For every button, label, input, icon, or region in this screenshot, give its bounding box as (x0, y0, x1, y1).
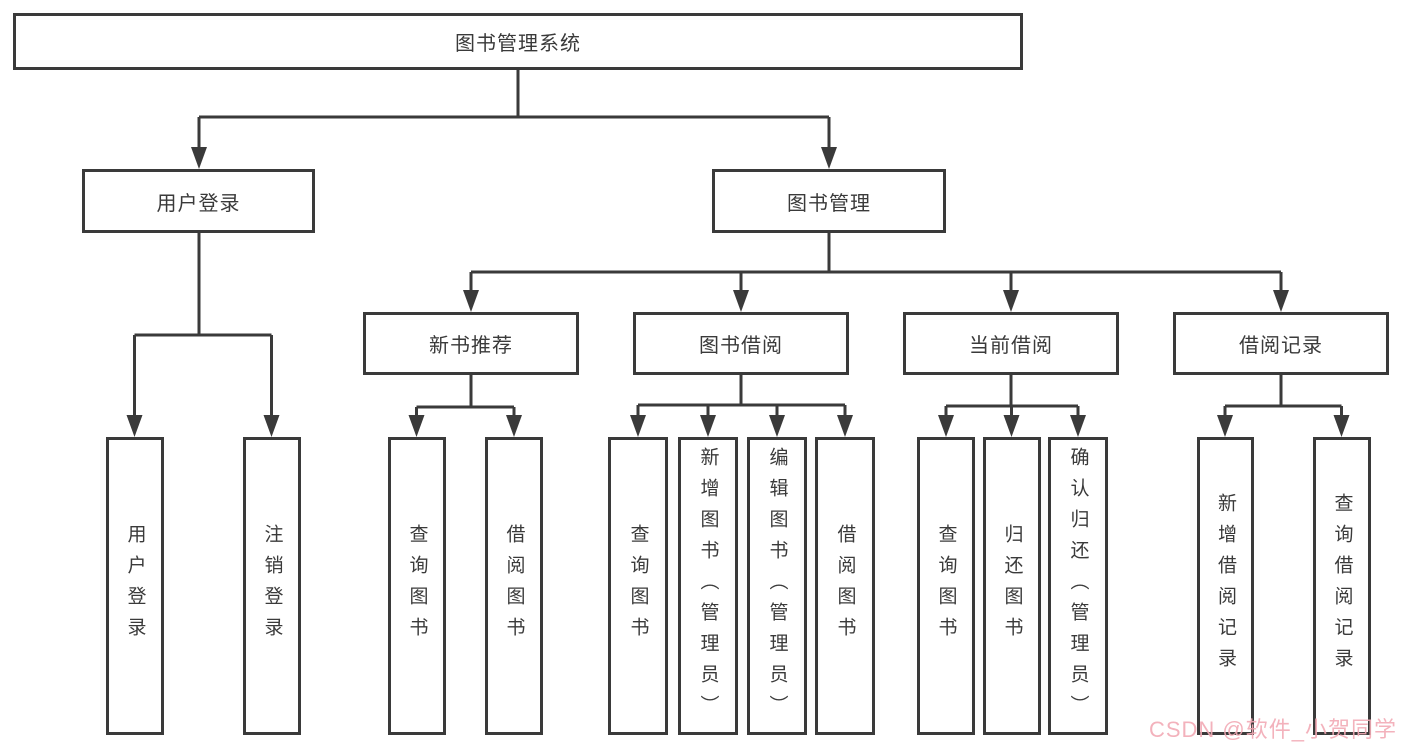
leaf-add-borrow-record: 新增借阅记录 (1197, 437, 1254, 735)
leaf-query-books-recommend: 查询图书 (388, 437, 446, 735)
node-borrowing-records: 借阅记录 (1173, 312, 1389, 375)
node-new-book-recommendation: 新书推荐 (363, 312, 579, 375)
leaf-borrow-books-recommend: 借阅图书 (485, 437, 543, 735)
leaf-add-books-admin: 新增图书（管理员） (678, 437, 738, 735)
node-user-login: 用户登录 (82, 169, 315, 233)
leaf-query-books-current: 查询图书 (917, 437, 975, 735)
leaf-return-books: 归还图书 (983, 437, 1041, 735)
leaf-user-login: 用户登录 (106, 437, 164, 735)
watermark: CSDN @软件_小贺同学 (1148, 717, 1397, 742)
leaf-edit-books-admin: 编辑图书（管理员） (747, 437, 807, 735)
leaf-confirm-return-admin: 确认归还（管理员） (1048, 437, 1108, 735)
node-current-borrowing: 当前借阅 (903, 312, 1119, 375)
node-book-borrowing: 图书借阅 (633, 312, 849, 375)
node-book-management: 图书管理 (712, 169, 946, 233)
leaf-query-borrow-record: 查询借阅记录 (1313, 437, 1371, 735)
node-library-system: 图书管理系统 (13, 13, 1023, 70)
leaf-query-books-borrow: 查询图书 (608, 437, 668, 735)
leaf-logout: 注销登录 (243, 437, 301, 735)
leaf-borrow-books: 借阅图书 (815, 437, 875, 735)
